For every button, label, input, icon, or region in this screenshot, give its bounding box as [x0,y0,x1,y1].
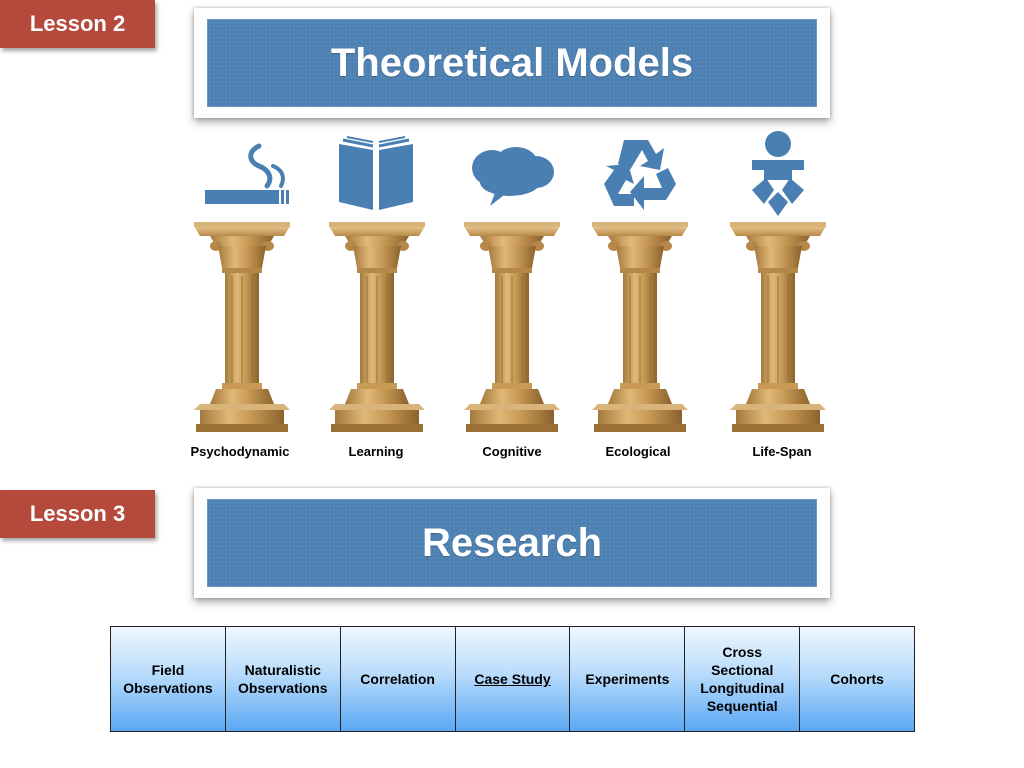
method-cross-sectional-longitudinal-sequential: Cross Sectional Longitudinal Sequential [685,627,801,731]
open-book-icon [335,136,417,212]
model-label-life-span: Life-Span [752,444,812,459]
method-case-study-link[interactable]: Case Study [455,627,571,731]
research-methods-table: Field Observations Naturalistic Observat… [110,626,915,732]
model-label-ecological: Ecological [605,444,671,459]
pillar-psychodynamic [192,218,292,436]
method-correlation: Correlation [340,627,456,731]
research-banner: Research [207,499,817,587]
model-label-psychodynamic: Psychodynamic [190,444,290,459]
research-banner-frame: Research [194,488,830,598]
method-naturalistic-observations: Naturalistic Observations [225,627,341,731]
cigar-icon [203,142,291,208]
lesson-2-tag: Lesson 2 [0,0,155,48]
model-label-cognitive: Cognitive [482,444,542,459]
method-field-observations: Field Observations [111,627,226,731]
model-label-learning: Learning [348,444,404,459]
thought-bubble-icon [468,146,556,208]
pillar-life-span [728,218,828,436]
recycle-icon [600,136,678,210]
baby-icon [748,130,808,220]
pillar-cognitive [462,218,562,436]
pillar-ecological [590,218,690,436]
theoretical-models-banner: Theoretical Models [207,19,817,107]
method-cohorts: Cohorts [800,627,915,731]
pillar-learning [327,218,427,436]
lesson-3-tag: Lesson 3 [0,490,155,538]
theoretical-models-banner-frame: Theoretical Models [194,8,830,118]
method-experiments: Experiments [570,627,686,731]
